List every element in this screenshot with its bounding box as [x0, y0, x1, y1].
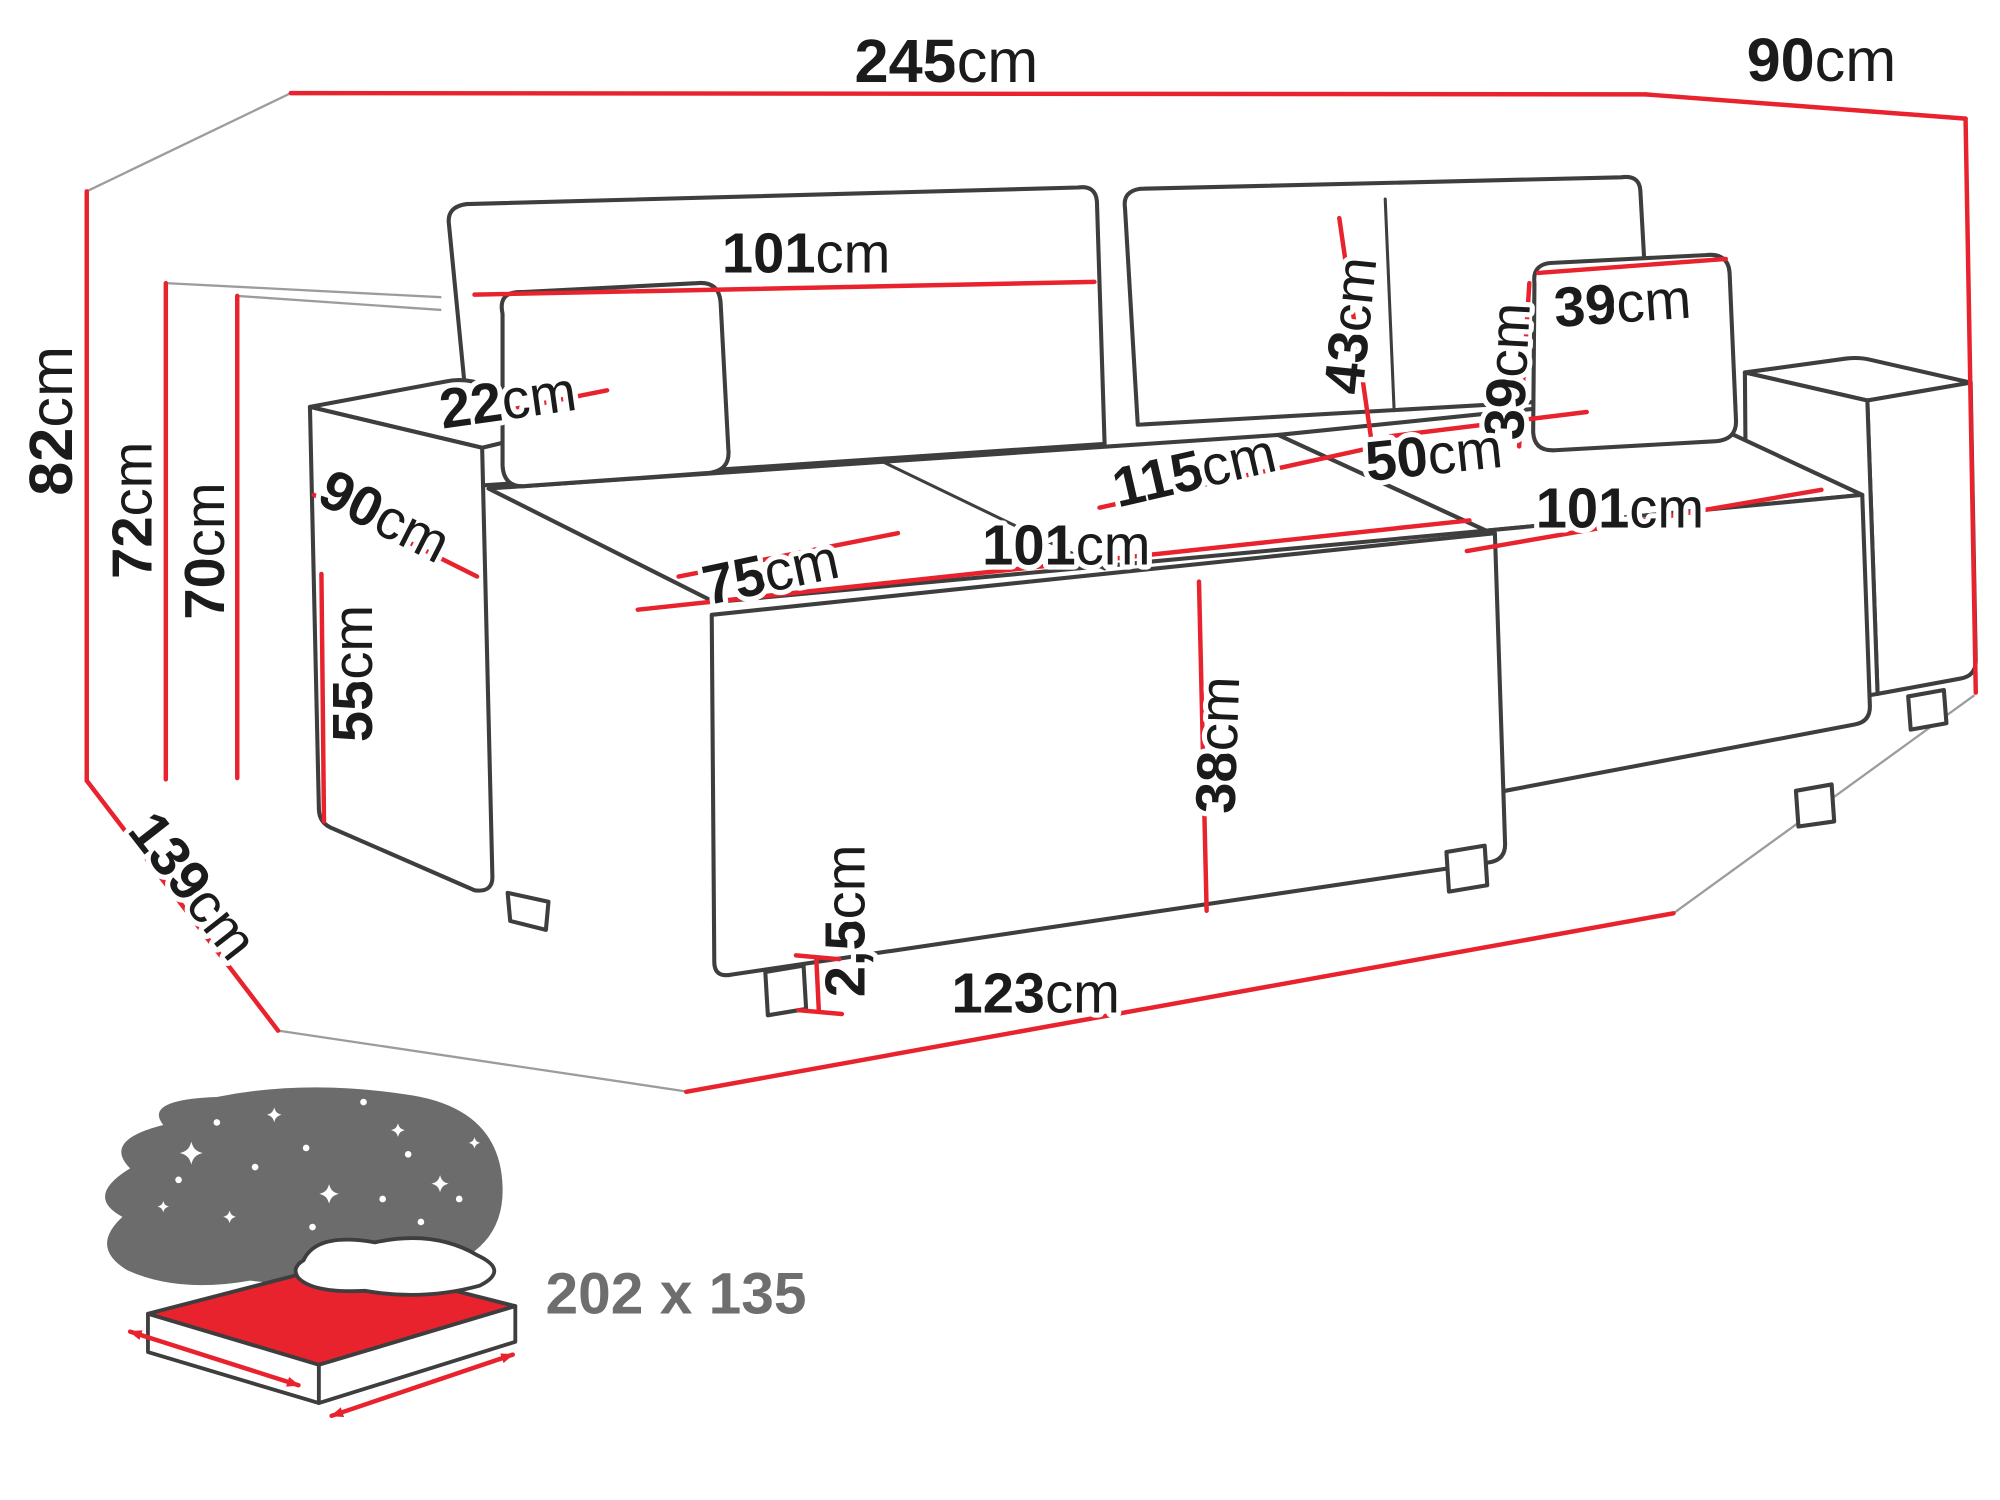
room-top-left-edge: [86, 92, 292, 193]
dim-line-chaise-width: [1464, 487, 1824, 554]
armrest-right-foot: [1906, 688, 1949, 732]
dim-bed-box-width: 123cm: [952, 961, 1120, 1024]
dim-chaise-width: 101cm: [1536, 476, 1704, 539]
star-dot: [213, 1119, 221, 1126]
dim-line-backrest-width: [472, 279, 1097, 297]
dim-line-seat-depth: [676, 530, 901, 579]
bed-box-foot-left: [763, 963, 809, 1018]
armrest-right-outer: [1865, 380, 1978, 696]
blanket-shape: [105, 1087, 503, 1286]
dim-line-chaise-depth: [1097, 439, 1403, 510]
dim-line-back-cushion-height: [1337, 215, 1375, 450]
dim-leg-height: 2,5cm: [813, 845, 876, 998]
dim-line-leg-height: [814, 956, 822, 1014]
dim-seat-depth: 75cm: [697, 526, 844, 616]
star-dot: [455, 1195, 463, 1203]
bed-box-front: [709, 531, 1508, 978]
sleeping-area-size-label: 202 x 135: [546, 1261, 807, 1326]
dim-line-armrest-depth: [311, 492, 480, 579]
backrest-right-seam: [1383, 197, 1396, 413]
star-dot: [379, 1195, 386, 1203]
height-tick-72: [165, 282, 442, 299]
dim-line-leg-height-tick-bottom: [796, 1007, 845, 1017]
seat-cushion-seam: [881, 460, 1107, 571]
star-dot: [309, 1223, 316, 1231]
dim-line-side-depth: [84, 778, 281, 1033]
dim-line-total-width: [288, 90, 1648, 97]
mattress-width-arrow: [127, 1329, 301, 1388]
dim-total-width: 245cm: [855, 27, 1039, 95]
dim-line-total-depth-right: [1643, 92, 1968, 121]
dim-line-seat-height: [1196, 579, 1209, 913]
height-tick-70: [237, 294, 442, 312]
floor-front-left-edge: [277, 1029, 689, 1093]
dim-armrest-height: 55cm: [321, 605, 384, 742]
dim-total-depth-right: 90cm: [1747, 26, 1897, 94]
star-dot: [251, 1163, 259, 1171]
dimension-lines: [84, 90, 1978, 1095]
star-dot: [175, 1176, 182, 1184]
mattress-length-arrow: [329, 1352, 515, 1419]
sofa-outline: [307, 174, 1978, 1018]
dim-seat-back-height: 70cm: [173, 482, 236, 619]
dim-backrest-width: 101cm: [722, 221, 890, 284]
dim-line-pillow-width: [1536, 256, 1728, 276]
dim-pillow-width: 39cm: [1552, 266, 1693, 338]
star-sparkles: [157, 1098, 481, 1231]
armrest-right-top: [1742, 355, 1973, 403]
dim-back-cushion-height: 43cm: [1311, 254, 1388, 397]
dim-line-right-vertical: [1963, 116, 1978, 695]
mattress-pillow: [293, 1236, 497, 1297]
star-dot: [302, 1144, 310, 1152]
dim-line-armrest-width: [451, 388, 610, 424]
dim-line-bed-box-width: [683, 911, 1676, 1095]
chaise-foot: [1793, 782, 1837, 829]
pillow-right: [1531, 252, 1739, 453]
armrest-left-front: [307, 404, 495, 893]
dim-pillow-height: 39cm: [1471, 301, 1541, 441]
dim-armrest-width: 22cm: [435, 358, 580, 439]
dim-total-height: 82cm: [17, 346, 85, 496]
armrest-left-foot: [505, 890, 551, 932]
sleeping-area-icon: [105, 1087, 518, 1419]
bed-box-foot-right: [1444, 843, 1490, 894]
dim-backrest-height: 72cm: [100, 442, 163, 579]
dim-back-cushion-width: 50cm: [1362, 416, 1505, 493]
dim-seat-height: 38cm: [1183, 675, 1251, 814]
dim-seat-width: 101cm: [982, 513, 1150, 576]
dim-line-armrest-height: [319, 571, 327, 824]
dim-line-leg-height-tick-top: [793, 953, 842, 962]
star-dot: [360, 1098, 367, 1106]
dim-line-seat-width: [635, 518, 1472, 612]
dim-side-depth: 139cm: [117, 799, 270, 971]
dim-line-back-cushion-width: [1388, 409, 1589, 439]
star-dot: [404, 1151, 412, 1158]
star-dot: [417, 1218, 425, 1226]
